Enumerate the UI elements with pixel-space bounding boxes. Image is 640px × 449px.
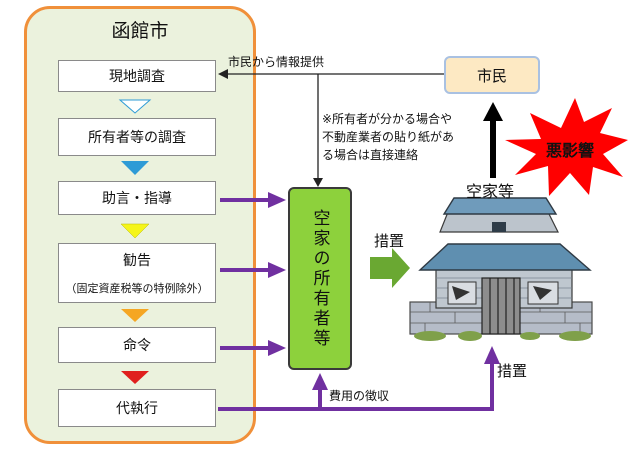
step-order[interactable]: 命令 <box>58 327 216 363</box>
step-label: 代執行 <box>116 401 158 417</box>
execution-house-arrowhead <box>484 346 500 364</box>
step-arrow-3 <box>120 223 150 239</box>
action-label-top: 措置 <box>374 232 405 250</box>
vacant-house-label: 空家等 <box>466 182 515 201</box>
step-owner-survey[interactable]: 所有者等の調査 <box>58 118 216 156</box>
note-line: ※所有者が分かる場合や <box>322 112 453 126</box>
owner-box[interactable]: 空家の所有者等 <box>288 187 352 370</box>
step-label: 現地調査 <box>109 69 165 85</box>
step-label: 助言・指導 <box>102 191 172 207</box>
info-arrowhead <box>218 69 228 79</box>
cost-arrowhead <box>312 373 328 390</box>
step-arrow-5 <box>121 371 149 384</box>
impact-arrowhead <box>483 102 503 121</box>
cost-collection-label: 費用の徴収 <box>329 389 390 403</box>
recommendation-arrowhead <box>268 262 286 278</box>
note-line: 不動産業者の貼り紙があ <box>322 130 455 144</box>
step-recommendation[interactable]: 勧告 （固定資産税等の特例除外） <box>58 243 216 303</box>
guidance-arrowhead <box>268 192 286 208</box>
step-label: 命令 <box>123 338 151 354</box>
step-arrow-4 <box>121 309 149 322</box>
step-arrow-1 <box>118 99 152 114</box>
step-label: 所有者等の調査 <box>88 130 186 146</box>
step-guidance[interactable]: 助言・指導 <box>58 181 216 215</box>
action-block-arrow <box>370 248 410 288</box>
step-arrow-2 <box>121 161 149 175</box>
direct-contact-arrowhead <box>313 178 323 187</box>
citizen-box[interactable]: 市民 <box>444 56 540 94</box>
step-sublabel: （固定資産税等の特例除外） <box>65 282 209 295</box>
step-site-survey[interactable]: 現地調査 <box>58 60 216 92</box>
step-execution[interactable]: 代執行 <box>58 389 216 427</box>
note-line: る場合は直接連絡 <box>322 148 419 162</box>
city-title: 函館市 <box>111 20 169 42</box>
execution-line <box>218 362 494 411</box>
impact-burst-icon <box>505 98 628 196</box>
abandoned-house-icon <box>409 197 593 341</box>
citizen-label: 市民 <box>476 66 507 85</box>
impact-label: 悪影響 <box>545 141 594 160</box>
direct-contact-note: ※所有者が分かる場合や 不動産業者の貼り紙があ る場合は直接連絡 <box>322 110 454 164</box>
order-arrowhead <box>268 340 286 356</box>
action-label-bottom: 措置 <box>497 362 528 380</box>
info-provision-label: 市民から情報提供 <box>228 55 325 69</box>
step-label: 勧告 <box>123 253 151 269</box>
owner-label: 空家の所有者等 <box>309 208 330 349</box>
